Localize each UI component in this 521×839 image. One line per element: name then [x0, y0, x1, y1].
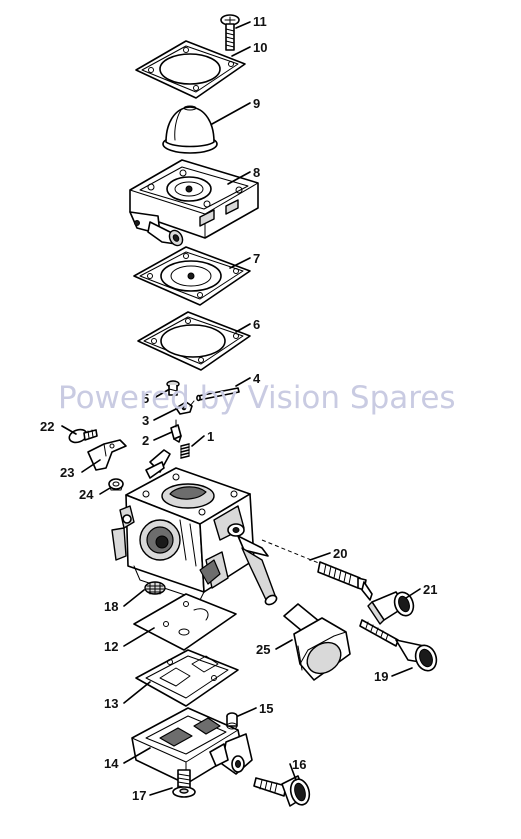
- callout-15: 15: [259, 701, 273, 716]
- callout-22: 22: [40, 419, 54, 434]
- callout-14: 14: [104, 756, 119, 771]
- callout-3: 3: [142, 413, 149, 428]
- part-21-limiter-cap: [367, 591, 415, 625]
- part-16-adjusting-screw: [253, 775, 311, 807]
- callout-4: 4: [253, 371, 261, 386]
- watermark-text: Powered by Vision Spares: [58, 380, 456, 416]
- part-25-knob: [283, 603, 351, 681]
- part-14-cover: [131, 707, 253, 785]
- callout-2: 2: [142, 433, 149, 448]
- callout-5: 5: [142, 391, 149, 406]
- callout-17: 17: [132, 788, 146, 803]
- part-11-screw: [220, 14, 240, 51]
- callout-21: 21: [423, 582, 437, 597]
- part-22-screw: [68, 428, 98, 444]
- callout-23: 23: [60, 465, 74, 480]
- part-15-plug: [226, 712, 238, 730]
- part-4-pin: [196, 387, 240, 402]
- part-13-gasket: [135, 649, 239, 707]
- carburetor-body: [111, 449, 278, 606]
- part-1-spring: [180, 443, 190, 459]
- callout-12: 12: [104, 639, 118, 654]
- callout-18: 18: [104, 599, 118, 614]
- part-12-diaphragm: [133, 593, 237, 651]
- part-23-bracket: [87, 439, 127, 471]
- callout-9: 9: [253, 96, 260, 111]
- callout-10: 10: [253, 40, 267, 55]
- callout-8: 8: [253, 165, 260, 180]
- callout-20: 20: [333, 546, 347, 561]
- callout-25: 25: [256, 642, 270, 657]
- callout-16: 16: [292, 757, 306, 772]
- part-24-bushing: [108, 478, 124, 491]
- callout-7: 7: [253, 251, 260, 266]
- part-10-gasket: [135, 40, 246, 99]
- callout-1: 1: [207, 429, 214, 444]
- part-19-needle: [359, 619, 438, 672]
- callout-24: 24: [79, 487, 94, 502]
- callout-11: 11: [253, 14, 267, 29]
- part-3-lever: [175, 400, 195, 415]
- callout-6: 6: [253, 317, 260, 332]
- part-5-screw: [166, 380, 180, 396]
- part-6-gasket: [137, 311, 251, 371]
- part-2-needle: [170, 419, 182, 443]
- part-17-screw: [172, 769, 196, 798]
- callout-13: 13: [104, 696, 118, 711]
- leader-lines: [61, 21, 421, 796]
- part-20-adjusting-screw: [261, 539, 373, 601]
- part-18-filter-screen: [144, 581, 166, 595]
- callout-19: 19: [374, 669, 388, 684]
- part-9-primer-bulb: [162, 105, 218, 154]
- callout-labels: 11 10 9 8 7 6 4 5 3 2 1 22 23 24 20 21 2…: [40, 14, 437, 803]
- part-7-diaphragm: [133, 246, 251, 306]
- part-8-pump-housing: [129, 159, 259, 247]
